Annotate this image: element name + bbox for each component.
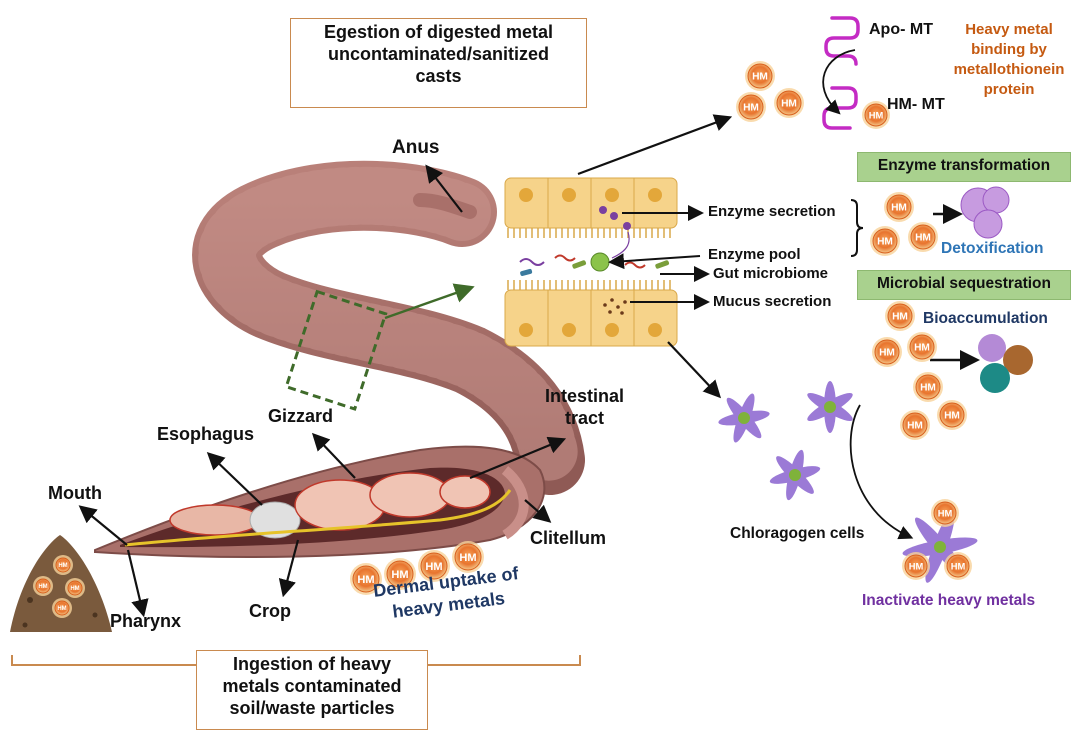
label-gut-microbiome: Gut microbiome (713, 265, 828, 282)
label-enzyme-pool: Enzyme pool (708, 246, 801, 263)
gut-epithelium-top (505, 178, 677, 238)
hm-badge: HM (944, 552, 972, 580)
svg-text:HM: HM (892, 312, 908, 323)
hm-badge: HM (931, 499, 959, 527)
svg-text:HM: HM (938, 508, 953, 518)
label-inactivate-heavy-metals: Inactivate heavy metals (862, 592, 1035, 610)
hm-badge: HM (902, 552, 930, 580)
hm-badge: HM (937, 400, 967, 430)
ingestion-box: Ingestion of heavy metals contaminated s… (196, 650, 428, 730)
label-mouth: Mouth (48, 483, 102, 504)
egestion-box: Egestion of digested metal uncontaminate… (290, 18, 587, 108)
svg-text:HM: HM (70, 586, 79, 592)
hm-badge: HM (53, 555, 73, 575)
mt-caption-line-2: binding by (950, 40, 1068, 60)
hm-badge: HM (913, 372, 943, 402)
hm-badge: HM (862, 101, 890, 129)
mt-caption-line-3: metallothionein (950, 60, 1068, 80)
hm-badge: HM (884, 192, 914, 222)
egestion-line-1: Egestion of digested metal (291, 21, 586, 43)
svg-text:HM: HM (869, 110, 884, 120)
svg-text:HM: HM (951, 561, 966, 571)
hm-badge: HM (908, 222, 938, 252)
hm-badge: HM (33, 576, 53, 596)
label-bioaccumulation: Bioaccumulation (923, 310, 1048, 328)
svg-text:HM: HM (909, 561, 924, 571)
label-clitellum: Clitellum (530, 528, 606, 549)
label-esophagus: Esophagus (157, 424, 254, 445)
metallothionein-coils (824, 18, 858, 128)
svg-text:HM: HM (920, 383, 936, 394)
svg-text:HM: HM (459, 552, 476, 564)
svg-text:HM: HM (915, 233, 931, 244)
hm-badge: HM (900, 410, 930, 440)
microbial-sequestration-box: Microbial sequestration (857, 270, 1071, 300)
svg-text:HM: HM (752, 72, 768, 83)
hm-badge: HM (870, 226, 900, 256)
binding-arrow (823, 50, 855, 112)
svg-text:HM: HM (743, 103, 759, 114)
label-enzyme-secretion: Enzyme secretion (708, 203, 836, 220)
svg-text:HM: HM (914, 343, 930, 354)
egestion-line-3: casts (291, 65, 586, 87)
svg-text:HM: HM (877, 237, 893, 248)
label-anus: Anus (392, 137, 440, 159)
svg-text:HM: HM (879, 348, 895, 359)
svg-text:HM: HM (781, 99, 797, 110)
gut-epithelium-bottom (505, 280, 677, 346)
intestinal-line-1: Intestinal (545, 385, 624, 407)
svg-text:HM: HM (58, 563, 67, 569)
enzyme-transformation-box: Enzyme transformation (857, 152, 1071, 182)
egestion-line-2: uncontaminated/sanitized (291, 43, 586, 65)
ingestion-line-3: soil/waste particles (197, 697, 427, 719)
label-detoxification: Detoxification (941, 240, 1043, 258)
ingestion-line-2: metals contaminated (197, 675, 427, 697)
label-crop: Crop (249, 601, 291, 622)
svg-text:HM: HM (907, 421, 923, 432)
label-metallothionein-caption: Heavy metal binding by metallothionein p… (950, 20, 1068, 100)
hm-badge: HM (907, 332, 937, 362)
label-hm-mt: HM- MT (887, 96, 945, 114)
enzyme-complex (961, 187, 1009, 238)
mt-caption-line-4: protein (950, 80, 1068, 100)
label-chloragogen-cells: Chloragogen cells (730, 525, 864, 543)
hm-badge: HM (736, 92, 766, 122)
hm-badge: HM (872, 337, 902, 367)
ingestion-line-1: Ingestion of heavy (197, 653, 427, 675)
label-pharynx: Pharynx (110, 611, 181, 632)
label-gizzard: Gizzard (268, 406, 333, 427)
label-intestinal-tract: Intestinal tract (545, 385, 624, 429)
svg-text:HM: HM (38, 584, 47, 590)
hm-badge: HM (65, 578, 85, 598)
hm-badge: HM (885, 301, 915, 331)
earthworm-body (95, 196, 550, 557)
svg-text:HM: HM (944, 411, 960, 422)
hm-badge: HM (745, 61, 775, 91)
svg-text:HM: HM (891, 203, 907, 214)
label-apo-mt: Apo- MT (869, 21, 933, 39)
label-mucus-secretion: Mucus secretion (713, 293, 831, 310)
hm-badge: HM (774, 88, 804, 118)
mt-caption-line-1: Heavy metal (950, 20, 1068, 40)
microbe-complex (978, 334, 1033, 393)
hm-badge: HM (52, 598, 72, 618)
intestinal-line-2: tract (545, 407, 624, 429)
svg-text:HM: HM (57, 606, 66, 612)
